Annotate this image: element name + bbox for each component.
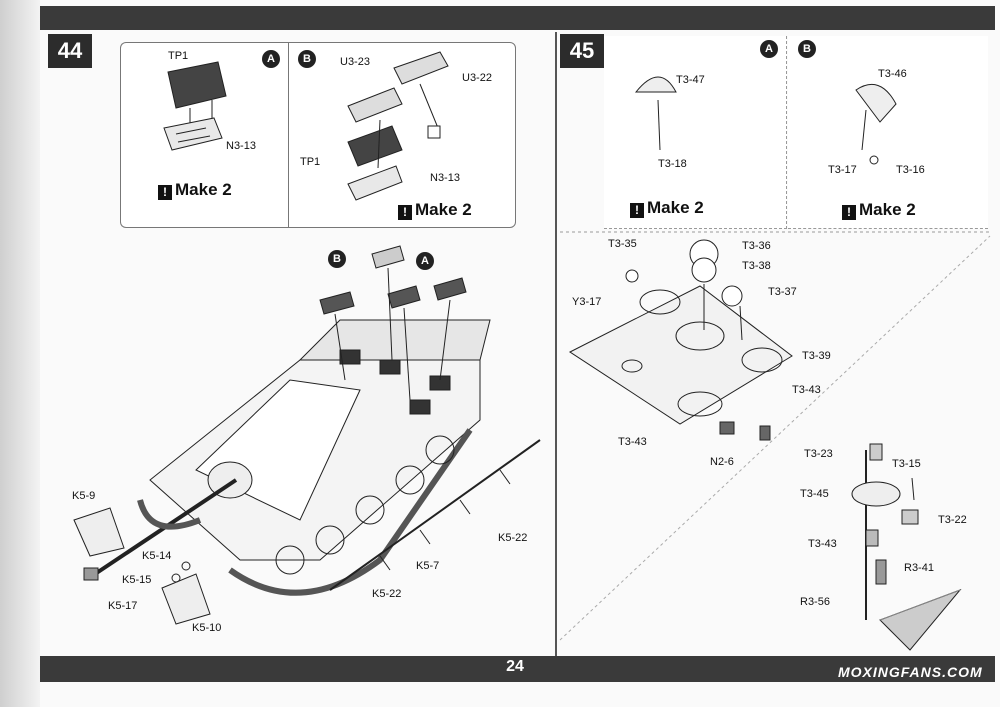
make-quantity: !Make 2 — [630, 198, 704, 218]
mesh-screen-icon — [167, 61, 227, 128]
part-label: T3-35 — [608, 238, 637, 250]
step-number: 44 — [48, 34, 92, 68]
part-label: N3-13 — [226, 140, 256, 152]
part-label: T3-46 — [878, 68, 907, 80]
mount-assembly-icon — [851, 443, 919, 620]
part-label: K5-17 — [108, 600, 138, 612]
part-label: TP1 — [168, 50, 189, 62]
part-label: T3-37 — [768, 286, 797, 298]
part-label: T3-23 — [804, 448, 833, 460]
warning-icon: ! — [398, 205, 412, 220]
warning-icon: ! — [842, 205, 856, 220]
part-label: T3-18 — [658, 158, 687, 170]
part-label: T3-43 — [618, 436, 647, 448]
page-edge — [0, 0, 40, 707]
step45-panel-b — [788, 36, 988, 229]
logo-plane-icon — [879, 588, 962, 651]
page-number: 24 — [506, 658, 524, 675]
part-label: K5-10 — [192, 622, 222, 634]
vehicle-hull-icon — [83, 319, 491, 596]
part-label: K5-9 — [72, 490, 96, 502]
badge-b: B — [798, 40, 816, 58]
grille-parts-icon — [319, 245, 467, 401]
side-skirt-icon — [73, 507, 211, 625]
part-label: Y3-17 — [572, 296, 602, 308]
make-quantity: !Make 2 — [158, 180, 232, 200]
part-label: T3-36 — [742, 240, 771, 252]
part-label: R3-56 — [800, 596, 830, 608]
warning-icon: ! — [158, 185, 172, 200]
part-label: K5-22 — [372, 588, 402, 600]
make-quantity: !Make 2 — [398, 200, 472, 220]
part-label: K5-7 — [416, 560, 440, 572]
step-number: 45 — [560, 34, 604, 68]
warning-icon: ! — [630, 203, 644, 218]
part-label: TP1 — [300, 156, 321, 168]
watermark: MOXINGFANS.COM — [838, 664, 983, 680]
part-label: T3-15 — [892, 458, 921, 470]
mesh-screen-icon — [347, 51, 449, 201]
top-bar — [40, 6, 995, 30]
part-label: K5-15 — [122, 574, 152, 586]
part-label: T3-16 — [896, 164, 925, 176]
track-rail-icon — [329, 439, 541, 591]
part-label: K5-22 — [498, 532, 528, 544]
part-label: R3-41 — [904, 562, 934, 574]
hatch-part-icon — [163, 117, 223, 151]
badge-b: B — [298, 50, 316, 68]
bottom-bar — [40, 656, 995, 682]
part-label: T3-17 — [828, 164, 857, 176]
part-label: U3-22 — [462, 72, 492, 84]
badge-a: A — [760, 40, 778, 58]
part-label: N2-6 — [710, 456, 734, 468]
part-label: T3-43 — [792, 384, 821, 396]
page-divider — [555, 32, 557, 656]
part-label: T3-43 — [808, 538, 837, 550]
part-label: N3-13 — [430, 172, 460, 184]
step45-panel-a — [604, 36, 787, 229]
part-label: K5-14 — [142, 550, 172, 562]
part-label: U3-23 — [340, 56, 370, 68]
part-label: T3-22 — [938, 514, 967, 526]
part-label: T3-47 — [676, 74, 705, 86]
make-quantity: !Make 2 — [842, 200, 916, 220]
part-label: T3-38 — [742, 260, 771, 272]
deck-plate-icon — [569, 239, 793, 441]
part-label: T3-45 — [800, 488, 829, 500]
part-label: T3-39 — [802, 350, 831, 362]
badge-a: A — [416, 252, 434, 270]
hatch-part-icon — [634, 76, 897, 165]
badge-a: A — [262, 50, 280, 68]
badge-b: B — [328, 250, 346, 268]
